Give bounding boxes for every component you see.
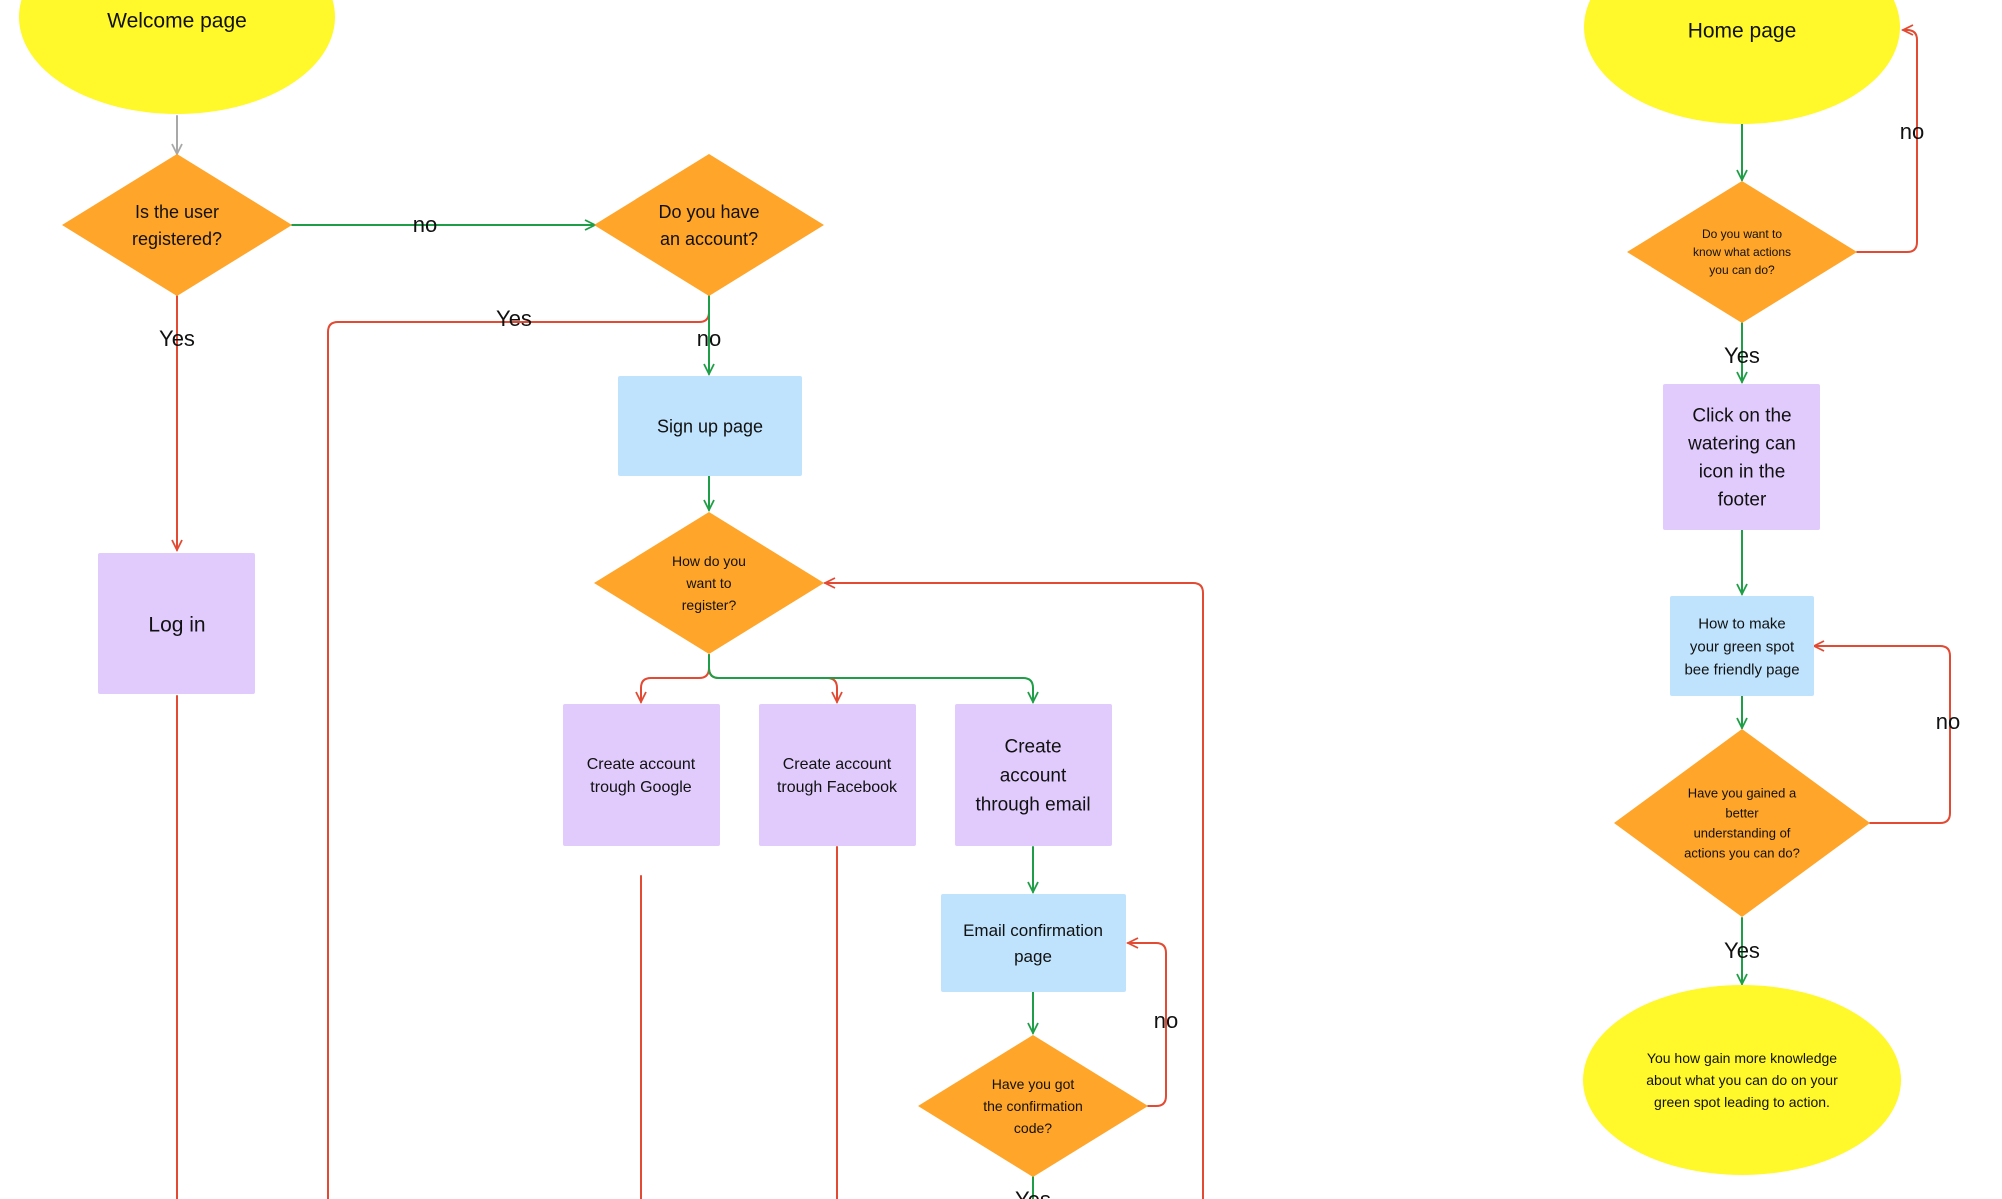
- text-line: through email: [975, 795, 1090, 816]
- text-line: the confirmation: [983, 1098, 1083, 1114]
- text-line: Email confirmation: [963, 921, 1103, 940]
- have-account-decision: [594, 154, 824, 296]
- arrow-know-no: [1856, 30, 1918, 253]
- bee-friendly-page-text: How to make your green spot bee friendly p…: [1684, 615, 1799, 678]
- email-account-text: Create account through email: [975, 737, 1090, 816]
- text-line: Do you want to: [1702, 227, 1782, 241]
- email-confirmation-box: [941, 894, 1126, 992]
- watering-can-box: [1663, 384, 1820, 530]
- arrow-code-no: [1128, 943, 1167, 1107]
- text-line: Sign up page: [657, 416, 763, 436]
- text-line: page: [1014, 947, 1052, 966]
- email-account-box: [955, 704, 1112, 846]
- knowledge-terminal: [1583, 985, 1901, 1175]
- text-line: trough Google: [590, 779, 692, 796]
- know-yes-label: Yes: [1724, 343, 1760, 368]
- text-line: code?: [1014, 1120, 1052, 1136]
- arrow-register-google: [641, 654, 710, 702]
- know-actions-decision: [1627, 181, 1857, 323]
- arrow-gained-no: [1814, 646, 1951, 824]
- account-yes-label: Yes: [496, 306, 532, 331]
- home-page-text: Home page: [1688, 19, 1797, 42]
- text-line: green spot leading to action.: [1654, 1094, 1830, 1110]
- text-line: bee friendly page: [1684, 661, 1799, 678]
- text-line: Do you have: [658, 202, 759, 222]
- bee-friendly-page-box: [1670, 596, 1814, 696]
- text-line: your green spot: [1690, 638, 1795, 655]
- sign-up-page-box: [618, 376, 802, 476]
- text-line: Is the user: [135, 202, 219, 222]
- text-line: account: [1000, 766, 1067, 787]
- text-line: an account?: [660, 229, 758, 249]
- facebook-account-text: Create account trough Facebook: [777, 756, 898, 796]
- gained-understanding-decision: [1614, 729, 1870, 917]
- text-line: footer: [1718, 490, 1767, 511]
- have-account-text: Do you have an account?: [658, 202, 759, 249]
- google-account-text: Create account trough Google: [587, 756, 696, 796]
- text-line: about what you can do on your: [1646, 1072, 1838, 1088]
- gained-no-label: no: [1936, 709, 1960, 734]
- sign-up-page-text: Sign up page: [657, 416, 763, 436]
- node-texts: Welcome page Is the user registered? Do y…: [107, 9, 1838, 1136]
- registered-yes-label: Yes: [159, 326, 195, 351]
- text-line: Have you gained a: [1688, 786, 1797, 801]
- text-line: understanding of: [1694, 826, 1791, 841]
- arrow-register-email: [708, 654, 1033, 702]
- code-no-label: no: [1154, 1008, 1178, 1033]
- log-in-text: Log in: [148, 613, 205, 636]
- arrow-loop-to-register: [825, 583, 1204, 1199]
- text-line: know what actions: [1693, 245, 1791, 259]
- facebook-account-box: [759, 704, 916, 846]
- text-line: Create: [1004, 737, 1061, 758]
- know-actions-text: Do you want to know what actions you can d…: [1693, 227, 1791, 277]
- email-confirmation-text: Email confirmation page: [963, 921, 1103, 966]
- text-line: actions you can do?: [1684, 846, 1800, 861]
- text-line: How to make: [1698, 615, 1786, 632]
- is-registered-decision: [62, 154, 292, 296]
- text-line: Click on the: [1692, 406, 1791, 427]
- text-line: you can do?: [1709, 263, 1775, 277]
- home-no-label: no: [1900, 119, 1924, 144]
- text-line: watering can: [1687, 434, 1796, 455]
- text-line: better: [1725, 806, 1759, 821]
- text-line: want to: [685, 575, 731, 591]
- confirmation-code-decision: [918, 1035, 1148, 1177]
- text-line: How do you: [672, 553, 746, 569]
- welcome-page-terminal: [19, 0, 335, 114]
- gained-understanding-text: Have you gained a better understanding of a…: [1684, 786, 1800, 861]
- is-registered-text: Is the user registered?: [132, 202, 222, 249]
- text-line: icon in the: [1699, 462, 1786, 483]
- text-line: registered?: [132, 229, 222, 249]
- text-line: Create account: [587, 756, 696, 773]
- shapes: [19, 0, 1901, 1177]
- text-line: You how gain more knowledge: [1647, 1050, 1837, 1066]
- text-line: Home page: [1688, 19, 1797, 42]
- text-line: trough Facebook: [777, 779, 898, 796]
- watering-can-text: Click on the watering can icon in the foote…: [1687, 406, 1796, 511]
- how-register-decision: [594, 512, 824, 654]
- welcome-page-text: Welcome page: [107, 9, 247, 32]
- registered-no-label: no: [413, 212, 437, 237]
- connectors: [177, 30, 1951, 1199]
- confirmation-code-text: Have you got the confirmation code?: [983, 1076, 1083, 1136]
- log-in-box: [98, 553, 255, 694]
- account-no-label: no: [697, 326, 721, 351]
- google-account-box: [563, 704, 720, 846]
- edge-labels: no Yes Yes no no Yes no Yes no Yes: [159, 119, 1960, 1199]
- text-line: Create account: [783, 756, 892, 773]
- home-page-terminal: [1584, 0, 1900, 124]
- text-line: register?: [682, 597, 737, 613]
- text-line: Log in: [148, 613, 205, 636]
- text-line: Have you got: [992, 1076, 1075, 1092]
- how-register-text: How do you want to register?: [672, 553, 746, 613]
- gained-yes-label: Yes: [1724, 938, 1760, 963]
- text-line: Welcome page: [107, 9, 247, 32]
- knowledge-text: You how gain more knowledge about what yo…: [1646, 1050, 1838, 1110]
- code-yes-label: Yes: [1015, 1187, 1051, 1199]
